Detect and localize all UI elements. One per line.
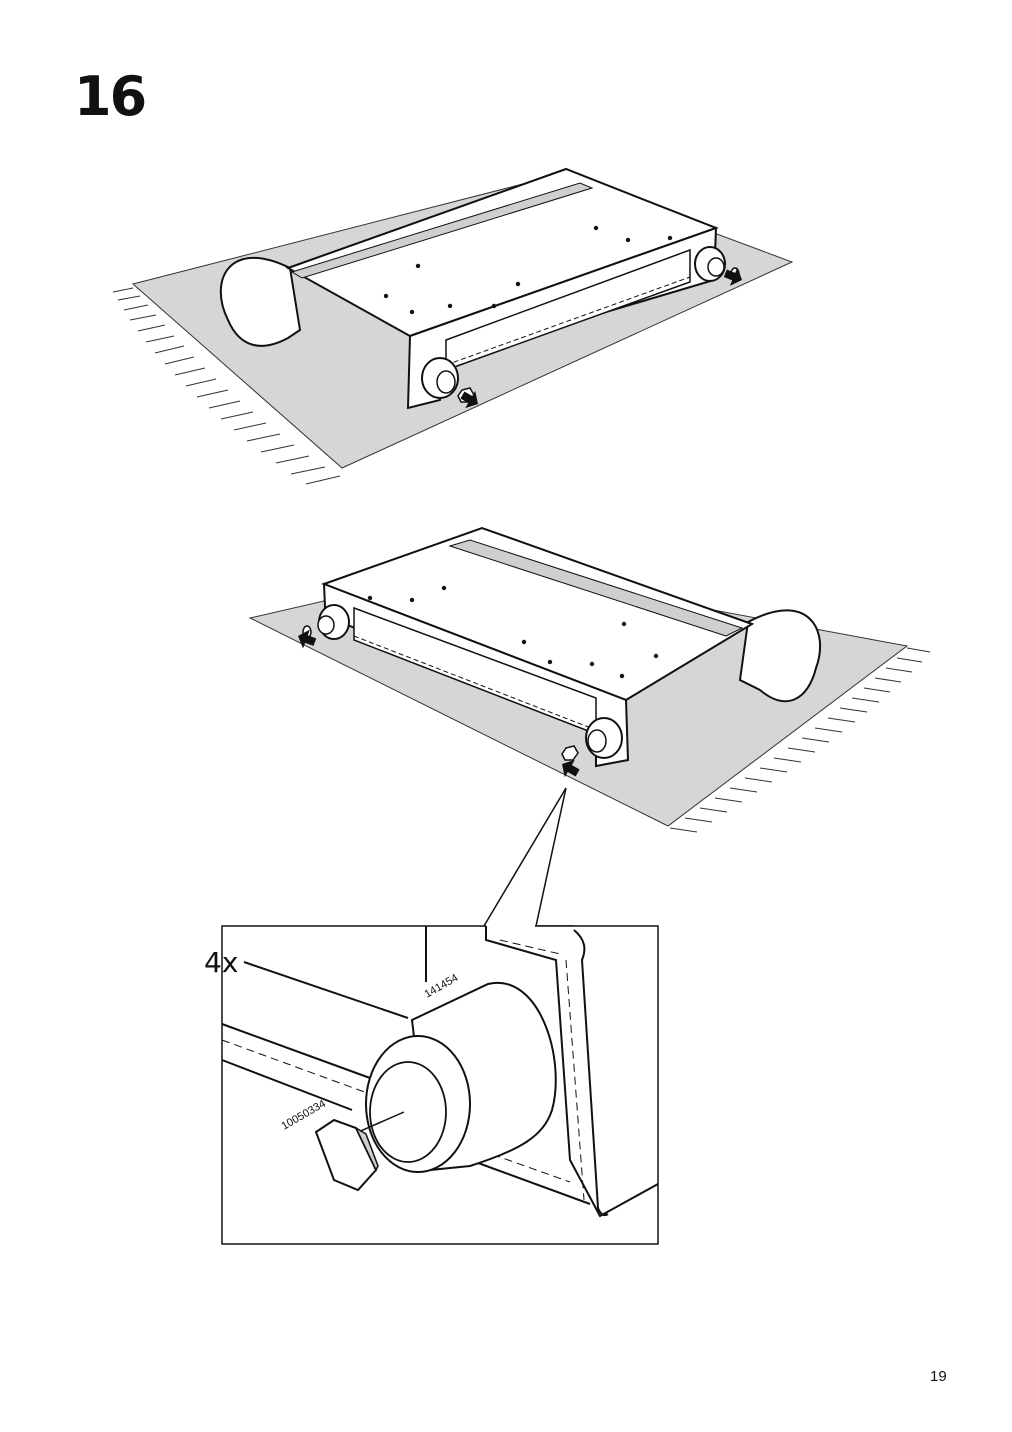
middle-frame-edge <box>448 539 744 637</box>
middle-leg-back <box>302 604 350 640</box>
hex-nut <box>314 1118 379 1192</box>
top-frame-edge <box>290 182 594 279</box>
middle-leg-front <box>561 717 623 761</box>
top-rug-fringe <box>112 287 341 485</box>
page-number: 19 <box>930 1368 947 1385</box>
middle-rug-fringe <box>669 647 931 833</box>
top-scene <box>112 167 794 485</box>
top-sofa-arm <box>219 256 302 347</box>
top-holes <box>383 225 673 315</box>
middle-sofa-arm <box>738 609 821 702</box>
middle-scene <box>248 526 931 927</box>
middle-holes <box>367 585 659 679</box>
quantity-label: 4x <box>204 946 238 979</box>
step-number: 16 <box>74 65 147 128</box>
callout-pointer <box>535 787 574 927</box>
detail-box <box>221 924 659 1245</box>
